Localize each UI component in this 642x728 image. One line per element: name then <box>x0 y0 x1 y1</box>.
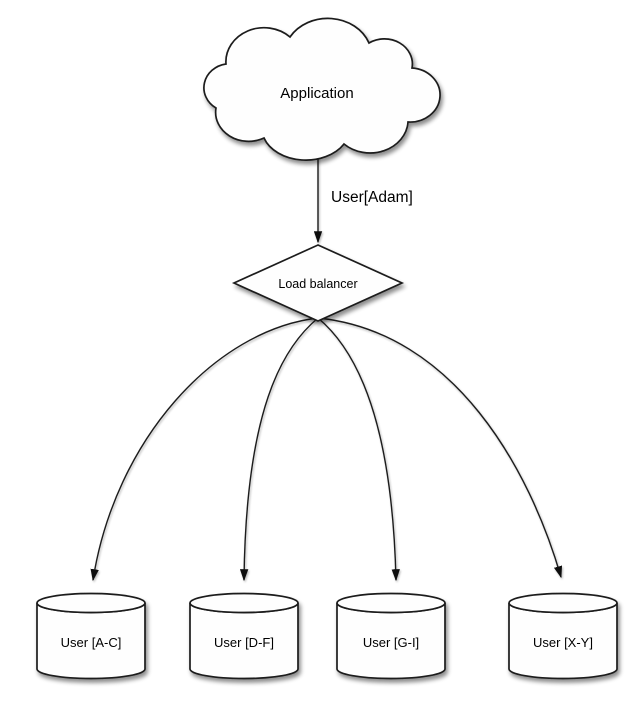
database-node-user-a-c: User [A-C] <box>36 592 146 680</box>
edge-loadbalancer-to-user-d-f <box>239 317 319 582</box>
application-cloud-node: Application <box>203 17 441 161</box>
edge-loadbalancer-to-user-g-i <box>317 317 400 582</box>
database-label-x-y: User [X-Y] <box>533 635 593 650</box>
edge-loadbalancer-to-user-a-c <box>90 317 319 582</box>
load-balancer-node: Load balancer <box>231 244 405 322</box>
cylinder-top <box>508 592 618 614</box>
database-label-a-c: User [A-C] <box>61 635 122 650</box>
edge-loadbalancer-to-user-x-y <box>317 317 563 579</box>
edge-label-user-adam: User[Adam] <box>331 189 413 206</box>
database-node-user-d-f: User [D-F] <box>189 592 299 680</box>
cylinder-top <box>336 592 446 614</box>
cylinder-top <box>189 592 299 614</box>
cylinder-top <box>36 592 146 614</box>
database-node-user-g-i: User [G-I] <box>336 592 446 680</box>
application-label: Application <box>280 85 353 102</box>
database-label-g-i: User [G-I] <box>363 635 419 650</box>
load-balancer-label: Load balancer <box>278 277 357 291</box>
database-label-d-f: User [D-F] <box>214 635 274 650</box>
diamond-shape <box>231 244 405 322</box>
edges-layer <box>90 150 563 582</box>
cloud-shape <box>203 17 441 161</box>
database-node-user-x-y: User [X-Y] <box>508 592 618 680</box>
